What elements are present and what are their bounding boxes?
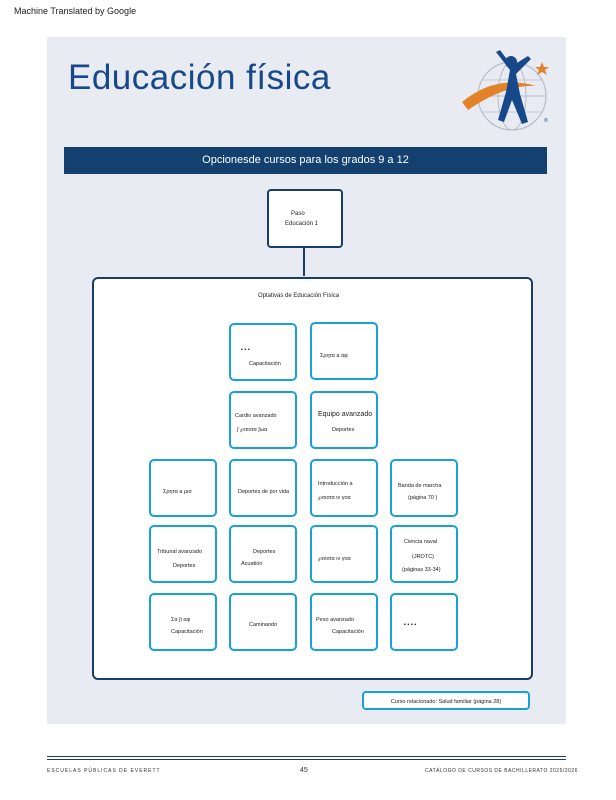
- course-line: ℘ιτιοτα ιν γοα: [318, 495, 351, 501]
- course-box: ℘ιτιοτα ιν γοα: [310, 525, 378, 583]
- course-line: (JROTC): [412, 554, 434, 560]
- course-line: ▪ ▪ ▪ ▪: [404, 622, 417, 628]
- course-box: Cardio avanzado ∫ ℘ιτιοτα ∫ωα: [229, 391, 297, 449]
- course-line: ▪ ▪ ▪: [241, 347, 250, 353]
- course-box: Equipo avanzado Deportes: [310, 391, 378, 449]
- course-line: Acuatión: [241, 561, 263, 567]
- electives-title: Optativas de Educación Física: [258, 293, 340, 299]
- course-line: Deportes: [173, 563, 196, 569]
- machine-translated-note: Machine Translated by Google: [14, 6, 137, 16]
- course-line: Banda de marcha: [398, 483, 442, 489]
- course-line: (páginas 33-34): [402, 567, 441, 573]
- banner: Opcionesde cursos para los grados 9 a 12: [64, 147, 547, 174]
- course-line: Deportes: [332, 427, 355, 433]
- course-line: Σρητα a μισ: [163, 489, 192, 495]
- course-line: Capacitación: [171, 629, 203, 635]
- course-line: Σρητα a αφ: [320, 353, 348, 359]
- page-number: 45: [300, 767, 308, 774]
- course-line: Cardio avanzado: [235, 413, 277, 419]
- course-line: Deportes de por vida: [238, 489, 290, 495]
- course-box: Peso avanzado Capacitación: [310, 593, 378, 651]
- course-box: Banda de marcha (página 70 ): [390, 459, 458, 517]
- connector-line: [303, 246, 305, 276]
- footer-district: ESCUELAS PÚBLICAS DE EVERETT: [47, 768, 161, 774]
- course-line: Ciencia naval: [404, 539, 438, 545]
- course-line: Capacitación: [249, 361, 281, 367]
- course-line: Equipo avanzado: [318, 411, 373, 418]
- related-course-box: Curso relacionado: Salud familiar (págin…: [362, 691, 530, 710]
- course-box: Tribunal avanzado Deportes: [149, 525, 217, 583]
- course-box: Σρητα a αφ: [310, 322, 378, 380]
- pe1-box: Paso Educación 1: [267, 189, 343, 248]
- footer-rule: [47, 759, 566, 760]
- course-box: Introducción a ℘ιτιοτα ιν γοα: [310, 459, 378, 517]
- course-line: ∫ ℘ιτιοτα ∫ωα: [237, 427, 268, 433]
- course-line: Deportes: [253, 549, 276, 555]
- pe1-line2: Educación 1: [285, 221, 319, 227]
- page-title: Educación física: [68, 58, 331, 97]
- course-box: Σα ∫ι αφ Capacitación: [149, 593, 217, 651]
- course-box: Ciencia naval (JROTC) (páginas 33-34): [390, 525, 458, 583]
- svg-text:®: ®: [544, 117, 548, 124]
- course-line: ℘ιτιοτα ιν γοα: [318, 556, 351, 562]
- course-box: ▪ ▪ ▪ Capacitación: [229, 323, 297, 381]
- course-box: Σρητα a μισ: [149, 459, 217, 517]
- footer-rule: [47, 756, 566, 757]
- course-box: Caminando: [229, 593, 297, 651]
- footer-catalog: CATÁLOGO DE CURSOS DE BACHILLERATO 2025/…: [425, 768, 578, 774]
- course-line: Caminando: [249, 622, 278, 628]
- course-line: Peso avanzado: [316, 617, 354, 623]
- course-box: Deportes de por vida: [229, 459, 297, 517]
- school-logo: ®: [462, 50, 549, 131]
- course-box: ▪ ▪ ▪ ▪: [390, 593, 458, 651]
- course-line: Capacitación: [332, 629, 364, 635]
- pe1-line1: Paso: [291, 211, 305, 217]
- course-box: Deportes Acuatión: [229, 525, 297, 583]
- course-line: (página 70 ): [408, 495, 438, 501]
- course-line: Tribunal avanzado: [157, 549, 203, 555]
- course-line: Introducción a: [318, 481, 353, 487]
- course-line: Σα ∫ι αφ: [171, 617, 191, 623]
